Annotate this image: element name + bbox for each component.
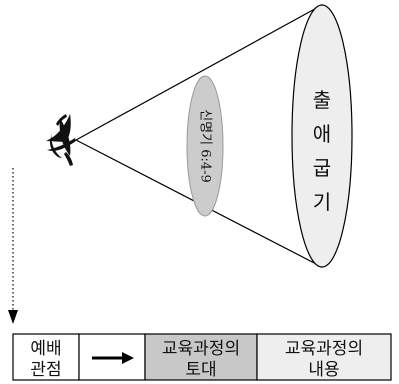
cell3-line1: 교육과정의 xyxy=(162,339,240,359)
cone-top-edge xyxy=(75,4,323,141)
cell4-line2: 내용 xyxy=(308,360,339,380)
cell-curriculum-content xyxy=(256,333,392,381)
right-arrow-icon xyxy=(92,352,134,364)
cell3-line2: 토대 xyxy=(185,360,216,380)
cell-worship-perspective xyxy=(12,333,80,381)
inner-ellipse-label: 신명기 6:4-9 xyxy=(198,109,213,183)
outer-ellipse xyxy=(291,4,353,268)
outer-char-1: 출 xyxy=(313,88,331,112)
cell4-line1: 교육과정의 xyxy=(285,339,363,359)
inner-ellipse xyxy=(186,75,224,217)
outer-char-3: 굽 xyxy=(313,156,331,180)
cell1-line2: 관점 xyxy=(30,360,61,380)
cell1-line1: 예배 xyxy=(30,339,61,359)
dotted-down-arrow-icon xyxy=(8,310,18,324)
outer-char-2: 애 xyxy=(313,122,331,146)
flame-cross-symbol-icon xyxy=(46,114,76,166)
outer-char-4: 기 xyxy=(313,190,331,214)
